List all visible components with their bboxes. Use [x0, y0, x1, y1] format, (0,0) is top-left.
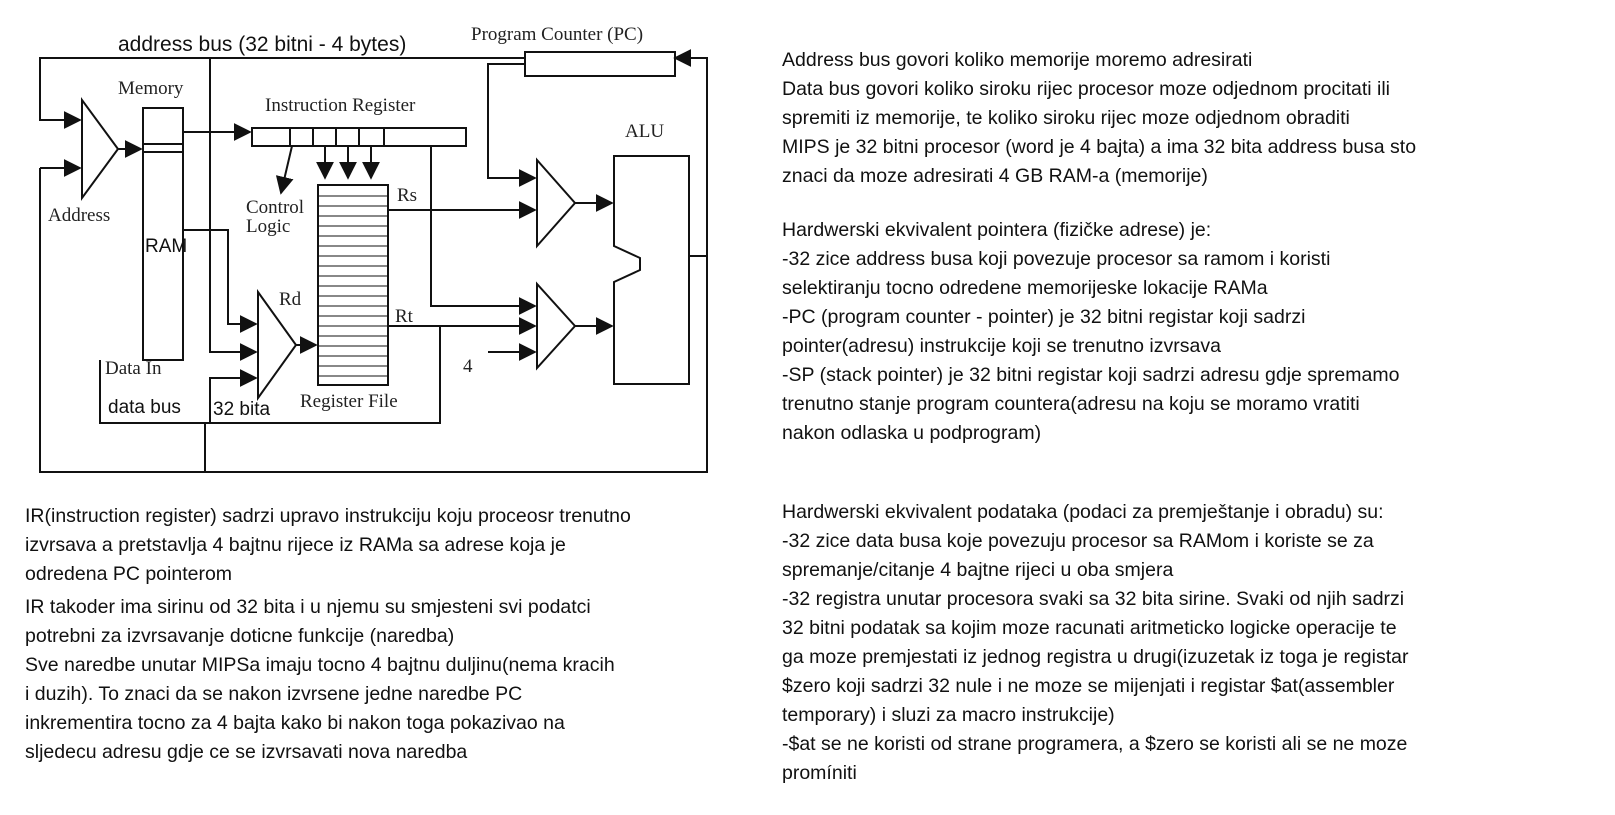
data-info-line: 32 bitni podatak sa kojim moze racunati …	[782, 617, 1397, 639]
alu-label: ALU	[625, 121, 664, 142]
pointer-info-line: -PC (program counter - pointer) je 32 bi…	[782, 306, 1306, 328]
ir-info-line: izvrsava a pretstavlja 4 bajtnu rijece i…	[25, 534, 566, 556]
data-info-text-2: -$at se ne koristi od strane programera,…	[782, 730, 1407, 788]
register-file-rows	[318, 195, 388, 377]
ram-block	[142, 107, 184, 361]
register-file-block	[317, 184, 389, 386]
data-info-text-1: Hardwerski ekvivalent podataka (podaci z…	[782, 498, 1408, 730]
bus-info-line: spremiti iz memorije, te koliko siroku r…	[782, 107, 1350, 129]
pointer-info-text: Hardwerski ekvivalent pointera (fizičke …	[782, 216, 1399, 448]
bus-info-line: Data bus govori koliko siroku rijec proc…	[782, 78, 1391, 100]
ir-info-text-2: IR takoder ima sirinu od 32 bita i u nje…	[25, 593, 615, 767]
memory-label: Memory	[118, 78, 184, 99]
rd-label: Rd	[279, 289, 302, 310]
bus-frame	[39, 57, 708, 473]
address-bus-label: address bus (32 bitni - 4 bytes)	[118, 33, 406, 56]
ir-info-text-1: IR(instruction register) sadrzi upravo i…	[25, 502, 631, 589]
pointer-info-line: trenutno stanje program countera(adresu …	[782, 393, 1360, 415]
program-counter-box	[524, 51, 676, 77]
four-label: 4	[463, 356, 473, 377]
rt-label: Rt	[395, 306, 414, 327]
data-info-line: ga moze premjestati iz jednog registra u…	[782, 646, 1409, 668]
address-bus-wire	[39, 111, 82, 129]
bits32-label: 32 bita	[213, 399, 270, 420]
ir-info-line: IR(instruction register) sadrzi upravo i…	[25, 505, 631, 527]
alu-mux-top	[536, 157, 577, 249]
alu-block	[613, 155, 690, 385]
memory-bus-to-rd-wire	[209, 58, 258, 361]
data-info-line: -$at se ne koristi od strane programera,…	[782, 733, 1408, 755]
data-in-label: Data In	[105, 358, 162, 379]
bus-info-line: znaci da moze adresirati 4 GB RAM-a (mem…	[782, 165, 1208, 187]
ir-info-line: inkrementira tocno za 4 bajta kako bi na…	[25, 712, 565, 734]
data-bus-to-rd-wire	[209, 369, 258, 423]
control-logic-label-2: Logic	[246, 216, 290, 237]
data-info-line: promíniti	[782, 762, 857, 784]
pointer-info-line: selektiranju tocno odredene memorijeske …	[782, 277, 1268, 299]
ir-info-line: i duzih). To znaci da se nakon izvrsene …	[25, 683, 523, 705]
address-label: Address	[48, 205, 110, 226]
ir-immediate-wire	[430, 146, 537, 315]
ir-info-line: potrebni za izvrsavanje doticne funkcije…	[25, 625, 455, 647]
ir-info-line: odredena PC pointerom	[25, 563, 233, 585]
cpu-block-diagram: address bus (32 bitni - 4 bytes) Program…	[39, 24, 708, 473]
data-bus-label: data bus	[108, 397, 181, 418]
data-info-line: -32 registra unutar procesora svaki sa 3…	[782, 588, 1405, 610]
pc-out-wire	[487, 63, 537, 187]
data-info-line: Hardwerski ekvivalent podataka (podaci z…	[782, 501, 1384, 523]
data-info-line: $zero koji sadrzi 32 nule i ne moze se m…	[782, 675, 1395, 697]
ir-info-line: Sve naredbe unutar MIPSa imaju tocno 4 b…	[25, 654, 615, 676]
bus-info-text: Address bus govori koliko memorije morem…	[782, 46, 1416, 191]
bus-info-line: MIPS je 32 bitni procesor (word je 4 baj…	[782, 136, 1417, 158]
bus-info-line: Address bus govori koliko memorije morem…	[782, 49, 1253, 71]
ir-info-line: sljedecu adresu gdje ce se izvrsavati no…	[25, 741, 468, 763]
data-info-line: -32 zice data busa koje povezuju proceso…	[782, 530, 1374, 552]
data-info-line: temporary) i sluzi za macro instrukcije)	[782, 704, 1115, 726]
pointer-info-line: -32 zice address busa koji povezuje proc…	[782, 248, 1331, 270]
address-mux	[81, 96, 120, 202]
data-bus-wire	[99, 326, 441, 424]
pointer-info-line: pointer(adresu) instrukcije koji se tren…	[782, 335, 1221, 357]
register-file-label: Register File	[300, 391, 398, 412]
ir-to-control-wire	[275, 145, 294, 195]
pointer-info-line: Hardwerski ekvivalent pointera (fizičke …	[782, 219, 1212, 241]
pointer-info-line: nakon odlaska u podprogram)	[782, 422, 1042, 444]
rd-mux	[257, 288, 298, 402]
control-logic-label-1: Control	[246, 197, 304, 218]
ram-label: RAM	[145, 236, 187, 257]
ram-to-rd-wire	[183, 229, 258, 333]
ir-info-line: IR takoder ima sirinu od 32 bita i u nje…	[25, 596, 591, 618]
rs-label: Rs	[397, 185, 417, 206]
data-info-line: spremanje/citanje 4 bajtne rijeci u oba …	[782, 559, 1174, 581]
alu-mux-bottom	[536, 281, 577, 371]
pointer-info-line: -SP (stack pointer) je 32 bitni registar…	[782, 364, 1400, 386]
ir-label: Instruction Register	[265, 95, 416, 116]
pc-label: Program Counter (PC)	[471, 24, 643, 45]
